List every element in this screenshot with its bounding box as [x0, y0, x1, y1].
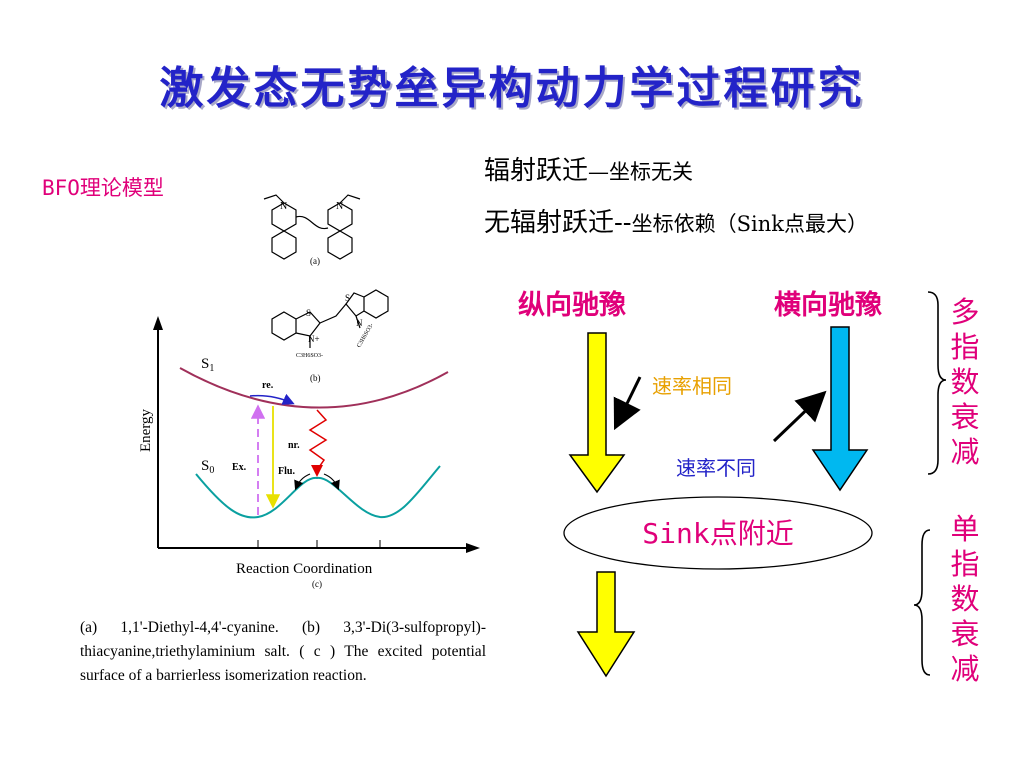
- multi-char: 衰: [950, 400, 980, 434]
- relaxation-arrow: [249, 393, 295, 405]
- ex-label: Ex.: [232, 462, 247, 473]
- flu-label: Flu.: [278, 466, 295, 477]
- pointer-arrow-rate-same: [613, 376, 642, 431]
- re-label: re.: [262, 380, 274, 391]
- brace-multi: [927, 291, 947, 475]
- multi-char: 指: [950, 330, 980, 364]
- atom-n-a1: N: [280, 201, 287, 212]
- nonradiative-dash: --: [614, 208, 632, 238]
- multi-char: 多: [950, 295, 980, 329]
- radiative-suffix: —坐标无关: [588, 160, 694, 184]
- sink-label: Sink点附近: [642, 517, 794, 550]
- cyan-down-arrow: [811, 326, 869, 492]
- barrier-arrow-right: [323, 473, 340, 491]
- nonradiative-note: 无辐射跃迁--坐标依赖（Sink点最大）: [484, 202, 868, 239]
- model-label: BFO理论模型: [42, 176, 164, 200]
- radiative-text: 辐射跃迁: [484, 156, 589, 186]
- x-axis-label: Reaction Coordination: [236, 561, 373, 577]
- y-axis-label: Energy: [138, 408, 154, 452]
- molecule-a-label: (a): [310, 256, 320, 266]
- nonradiative-text: 无辐射跃迁: [484, 208, 615, 238]
- nonradiative-arrow: [308, 409, 328, 477]
- transverse-relaxation-label: 横向驰豫: [774, 290, 882, 321]
- sink-ellipse: [563, 496, 873, 570]
- yellow-down-arrow-bottom: [576, 571, 636, 678]
- panel-label-c: (c): [312, 579, 322, 589]
- energy-axes: [153, 316, 480, 553]
- molecule-a: [263, 194, 361, 260]
- brace-single: [913, 529, 931, 676]
- single-char: 减: [950, 652, 980, 686]
- atom-n-plus-b: N+: [308, 334, 320, 344]
- nonradiative-suffix: 坐标依赖（Sink点最大）: [631, 212, 868, 236]
- substituent-left: C3H6SO3-: [296, 353, 323, 359]
- single-char: 指: [950, 547, 980, 581]
- molecule-b-label: (b): [310, 373, 321, 383]
- rate-same-label: 速率相同: [652, 374, 732, 398]
- yellow-down-arrow-top: [568, 332, 626, 494]
- atom-n-a2: N: [336, 201, 343, 212]
- multi-char: 数: [950, 365, 980, 399]
- single-char: 数: [950, 582, 980, 616]
- s1-label: S1: [201, 356, 214, 374]
- multi-char: 减: [950, 435, 980, 469]
- molecule-b: [271, 289, 389, 348]
- barrier-arrows: [294, 473, 311, 491]
- multi-exp-decay-label: 多 指 数 衰 减: [947, 295, 983, 470]
- single-exp-decay-label: 单 指 数 衰 减: [947, 512, 983, 687]
- s0-curve: [195, 465, 441, 519]
- single-char: 衰: [950, 617, 980, 651]
- single-char: 单: [950, 512, 980, 546]
- pointer-arrow-rate-diff: [772, 390, 827, 443]
- s0-label: S0: [201, 458, 214, 476]
- atom-s-b1: S: [306, 308, 311, 318]
- atom-s-b2: S: [345, 293, 350, 303]
- atom-n-b: N: [356, 318, 363, 328]
- page-title: 激发态无势垒异构动力学过程研究: [159, 63, 865, 114]
- radiative-note: 辐射跃迁—坐标无关: [484, 150, 693, 187]
- s1-curve: [179, 367, 449, 409]
- longitudinal-relaxation-label: 纵向驰豫: [518, 290, 626, 321]
- nr-label: nr.: [288, 440, 300, 451]
- figure-caption: (a) 1,1'-Diethyl-4,4'-cyanine. (b) 3,3'-…: [80, 619, 486, 684]
- rate-different-label: 速率不同: [676, 456, 756, 480]
